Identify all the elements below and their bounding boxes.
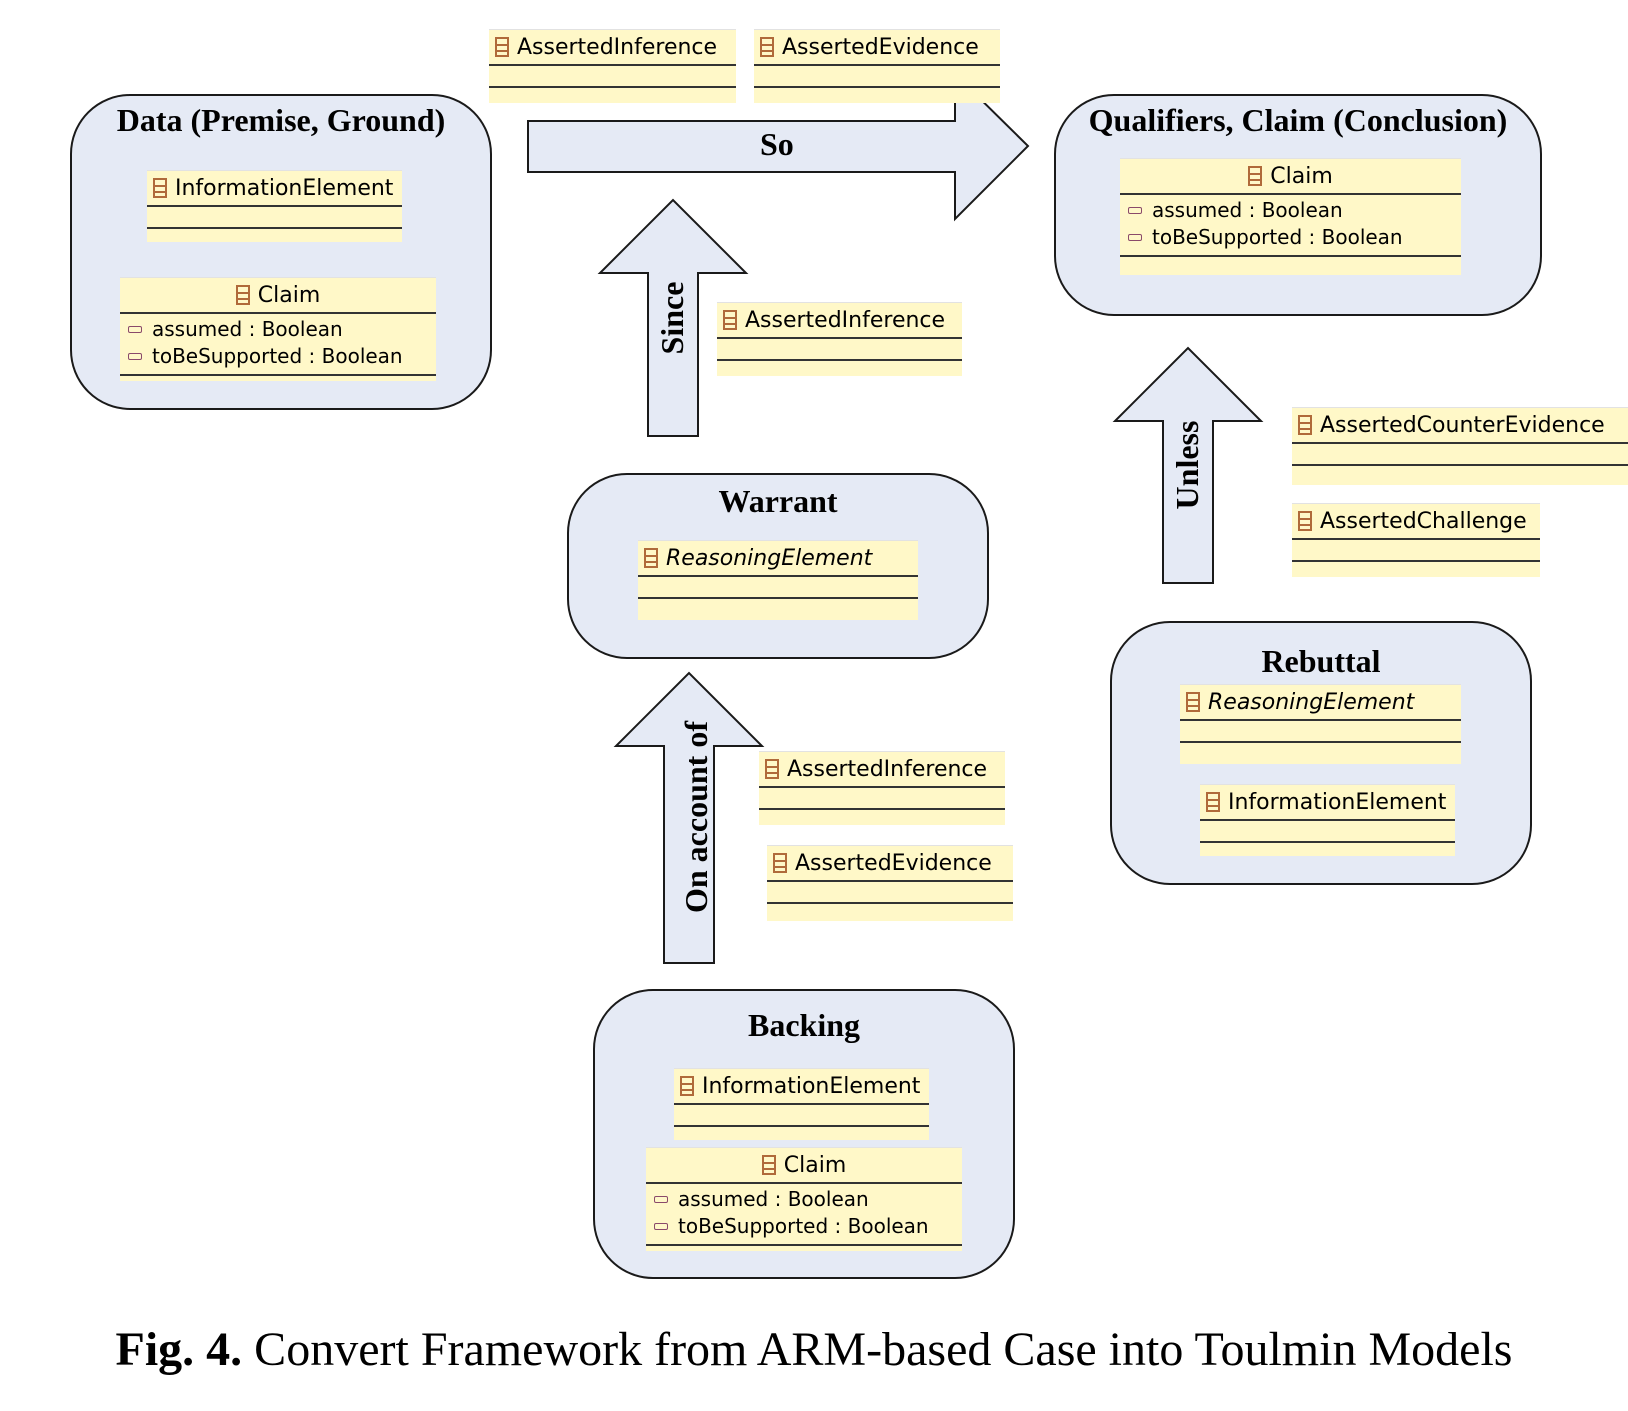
to-be-supported-attribute: toBeSupported : Boolean: [678, 1214, 929, 1238]
class-name: AssertedChallenge: [1320, 508, 1527, 534]
asserted-challenge-class: AssertedChallenge: [1292, 503, 1540, 577]
class-icon: [765, 759, 779, 779]
class-icon: [235, 285, 250, 305]
to-be-supported-attribute: toBeSupported : Boolean: [152, 344, 403, 368]
attribute-icon: [1128, 234, 1142, 241]
class-icon: [1298, 511, 1312, 531]
data-group-title: Data (Premise, Ground): [116, 102, 446, 138]
class-name: AssertedEvidence: [795, 850, 992, 876]
asserted-counter-evidence-class: AssertedCounterEvidence: [1292, 407, 1628, 485]
data-claim-class: Claim assumed : Boolean toBeSupported : …: [120, 277, 436, 381]
class-name: Claim: [257, 282, 321, 308]
attribute-icon: [128, 326, 142, 333]
warrant-group-title: Warrant: [718, 483, 838, 519]
since-label: Since: [654, 281, 690, 355]
since-arrow: [597, 198, 749, 437]
class-name: InformationElement: [175, 175, 394, 201]
so-asserted-evidence-class: AssertedEvidence: [754, 29, 1000, 103]
class-icon: [1248, 166, 1263, 186]
class-icon: [723, 310, 737, 330]
on-account-asserted-evidence-class: AssertedEvidence: [767, 845, 1013, 921]
figure-label: Fig. 4.: [115, 1323, 243, 1376]
class-name: InformationElement: [1228, 789, 1447, 815]
class-icon: [1298, 415, 1312, 435]
assumed-attribute: assumed : Boolean: [152, 317, 343, 341]
data-information-element-class: InformationElement: [147, 170, 402, 242]
assumed-attribute: assumed : Boolean: [678, 1187, 869, 1211]
qualifiers-group-title: Qualifiers, Claim (Conclusion): [1088, 102, 1508, 138]
class-name: InformationElement: [702, 1073, 921, 1099]
class-name: AssertedInference: [745, 307, 946, 333]
so-asserted-inference-class: AssertedInference: [489, 29, 736, 103]
class-icon: [495, 37, 509, 57]
figure-caption-text: Convert Framework from ARM-based Case in…: [242, 1323, 1513, 1376]
class-name: Claim: [783, 1152, 847, 1178]
attribute-icon: [1128, 207, 1142, 214]
on-account-of-label: On account of: [678, 721, 714, 913]
figure-caption: Fig. 4. Convert Framework from ARM-based…: [0, 1322, 1628, 1377]
on-account-asserted-inference-class: AssertedInference: [759, 751, 1005, 825]
rebuttal-group-title: Rebuttal: [1261, 643, 1381, 679]
on-account-of-arrow: [613, 671, 765, 964]
unless-arrow: [1112, 346, 1264, 584]
qualifiers-claim-class: Claim assumed : Boolean toBeSupported : …: [1120, 158, 1461, 275]
warrant-reasoning-element-class: ReasoningElement: [638, 540, 918, 620]
class-name: AssertedEvidence: [782, 34, 979, 60]
class-name: AssertedInference: [787, 756, 988, 782]
attribute-icon: [654, 1196, 668, 1203]
since-asserted-inference-class: AssertedInference: [717, 302, 962, 376]
so-label: So: [760, 126, 794, 162]
class-icon: [1206, 792, 1220, 812]
unless-label: Unless: [1169, 420, 1205, 510]
backing-information-element-class: InformationElement: [674, 1068, 929, 1140]
class-icon: [1186, 692, 1200, 712]
assumed-attribute: assumed : Boolean: [1152, 198, 1343, 222]
rebuttal-information-element-class: InformationElement: [1200, 784, 1455, 856]
class-icon: [680, 1076, 694, 1096]
class-name: ReasoningElement: [1208, 689, 1415, 715]
class-icon: [773, 853, 787, 873]
attribute-icon: [128, 353, 142, 360]
class-icon: [760, 37, 774, 57]
class-name: Claim: [1270, 163, 1333, 189]
rebuttal-reasoning-element-class: ReasoningElement: [1180, 684, 1461, 764]
attribute-icon: [654, 1223, 668, 1230]
class-icon: [761, 1155, 776, 1175]
backing-claim-class: Claim assumed : Boolean toBeSupported : …: [646, 1147, 962, 1251]
class-icon: [644, 548, 658, 568]
class-name: AssertedInference: [517, 34, 718, 60]
to-be-supported-attribute: toBeSupported : Boolean: [1152, 225, 1403, 249]
backing-group-title: Backing: [747, 1007, 861, 1043]
so-arrow: [527, 71, 1030, 222]
class-name: AssertedCounterEvidence: [1320, 412, 1605, 438]
class-name: ReasoningElement: [666, 545, 873, 571]
class-icon: [153, 178, 167, 198]
